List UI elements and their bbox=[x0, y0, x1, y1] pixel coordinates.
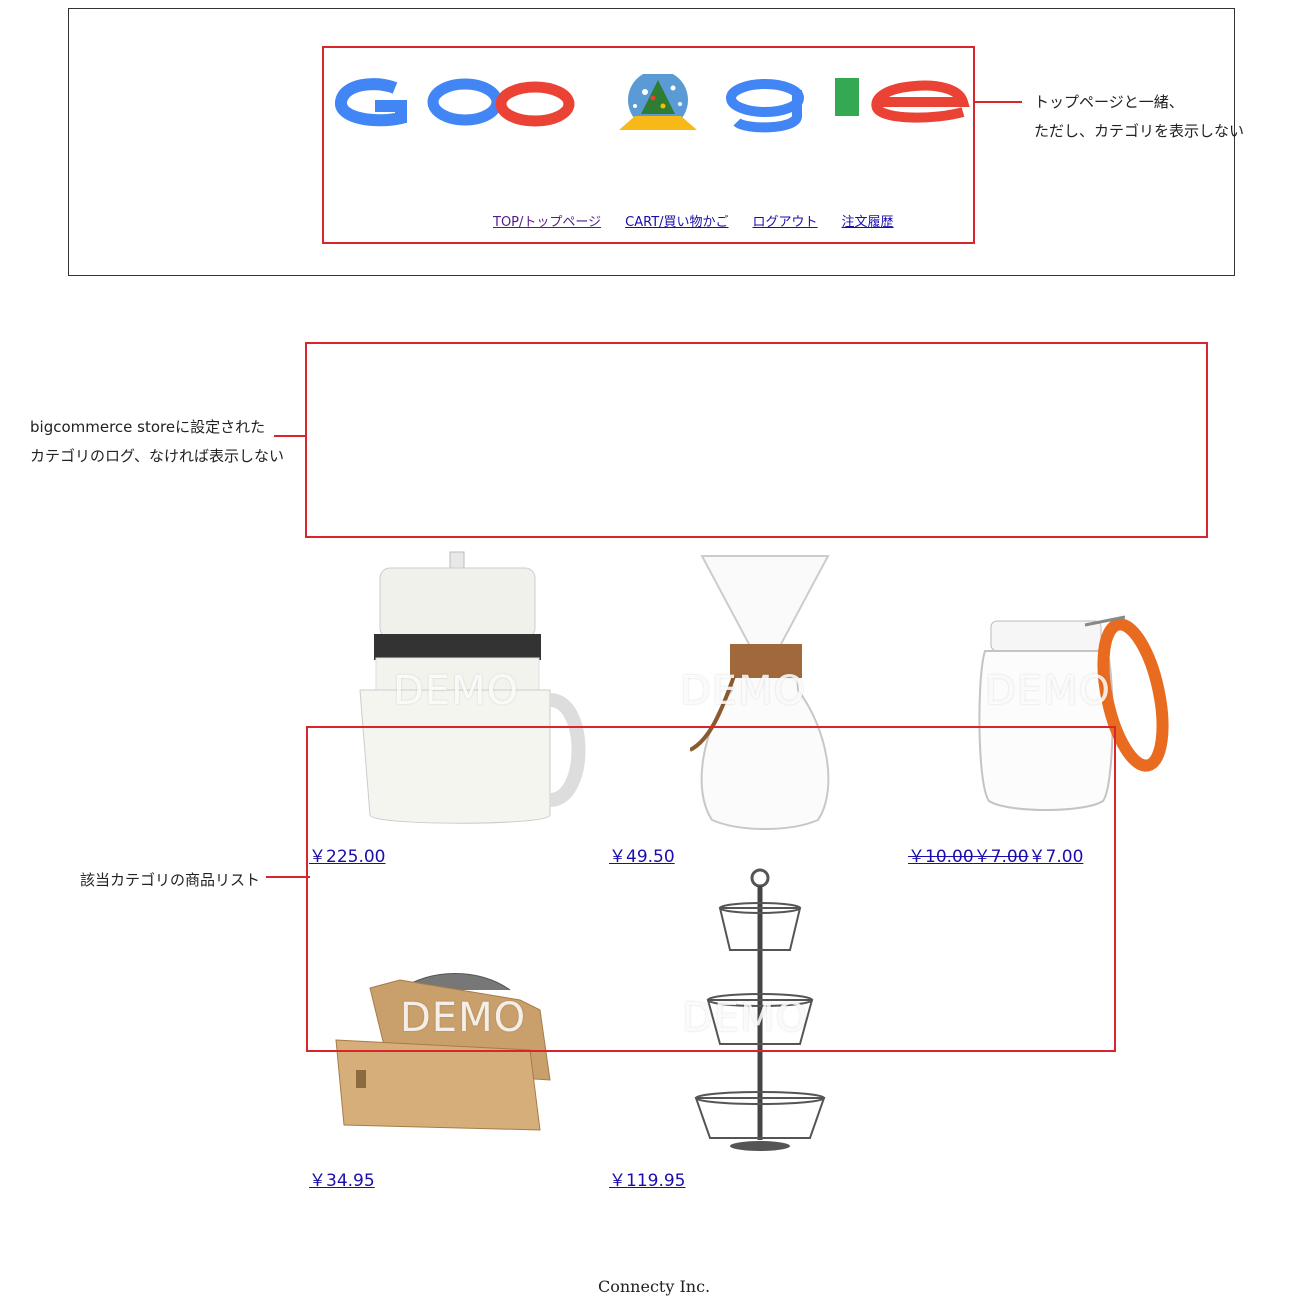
product-list-annotation-line bbox=[266, 876, 310, 878]
product-price-group[interactable]: ￥10.00￥7.00￥7.00 bbox=[908, 842, 1083, 867]
product-list-note: 該当カテゴリの商品リスト bbox=[80, 871, 261, 889]
nav-logout-link[interactable]: ログアウト bbox=[752, 215, 818, 230]
nav-order-history-link[interactable]: 注文履歴 bbox=[841, 215, 894, 230]
header-annotation-line bbox=[975, 101, 1022, 103]
header-annotation-note: トップページと一緒、 ただし、カテゴリを表示しない bbox=[1034, 88, 1244, 146]
demo-watermark: DEMO bbox=[985, 668, 1112, 714]
product-list-annotation-box bbox=[306, 726, 1116, 1052]
product-price[interactable]: ￥119.95 bbox=[609, 1171, 686, 1191]
header-frame bbox=[68, 8, 1235, 276]
product-price[interactable]: ￥225.00 bbox=[309, 847, 386, 867]
category-logo-box bbox=[305, 342, 1208, 538]
glass-jar-image[interactable] bbox=[965, 605, 1175, 825]
header-annotation-box bbox=[322, 46, 975, 244]
footer-text: Connecty Inc. bbox=[598, 1277, 711, 1296]
category-logo-note-line-2: カテゴリのログ、なければ表示しない bbox=[30, 447, 284, 465]
category-logo-annotation-line bbox=[274, 435, 305, 437]
coffee-pot-image[interactable] bbox=[340, 550, 590, 830]
category-logo-note-line-1: bigcommerce storeに設定された bbox=[30, 418, 266, 436]
wooden-box-image[interactable] bbox=[330, 960, 600, 1145]
demo-watermark: DEMO bbox=[400, 995, 527, 1041]
header-note-line-1: トップページと一緒、 bbox=[1034, 93, 1184, 111]
demo-watermark: DEMO bbox=[680, 668, 807, 714]
previous-price: ￥7.00 bbox=[973, 847, 1029, 867]
demo-watermark: DEMO bbox=[682, 995, 809, 1041]
nav-cart-link[interactable]: CART/買い物かご bbox=[625, 215, 729, 230]
main-nav: TOP/トップページ CART/買い物かご ログアウト 注文履歴 bbox=[493, 211, 894, 230]
nav-top-link[interactable]: TOP/トップページ bbox=[493, 215, 602, 230]
product-price[interactable]: ￥49.50 bbox=[609, 847, 675, 867]
original-price: ￥10.00 bbox=[908, 847, 974, 867]
header-note-line-2: ただし、カテゴリを表示しない bbox=[1034, 122, 1245, 140]
store-logo[interactable] bbox=[335, 74, 971, 134]
sale-price: ￥7.00 bbox=[1028, 847, 1084, 867]
product-price[interactable]: ￥34.95 bbox=[309, 1171, 375, 1191]
glass-carafe-image[interactable] bbox=[690, 550, 840, 835]
demo-watermark: DEMO bbox=[393, 668, 520, 714]
category-logo-note: bigcommerce storeに設定された カテゴリのログ、なければ表示しな… bbox=[30, 413, 284, 471]
wire-basket-stand-image[interactable] bbox=[690, 868, 830, 1153]
